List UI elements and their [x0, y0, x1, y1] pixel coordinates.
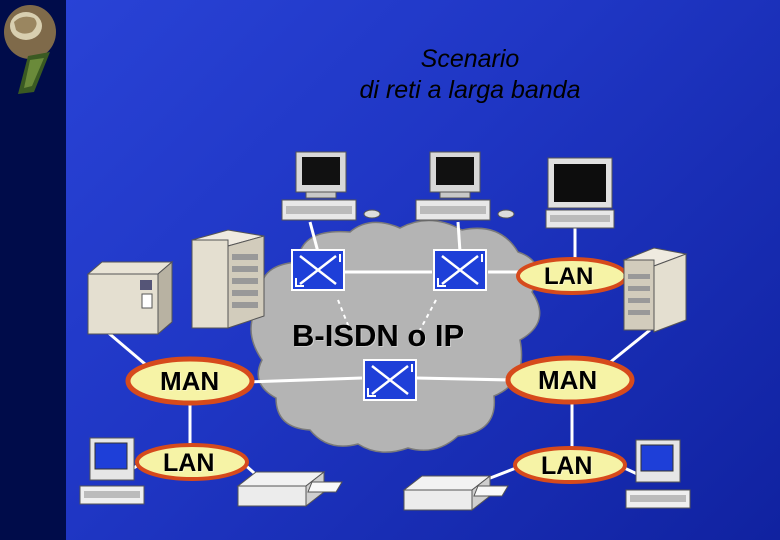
title-line-1: Scenario [420, 45, 520, 73]
core-network-label: B-ISDN o IP [292, 318, 465, 353]
workstation-icon [625, 439, 691, 509]
workstation-icon [79, 437, 145, 505]
title-line-2: di reti a larga banda [359, 76, 581, 104]
globe-logo-icon [4, 5, 56, 94]
man-ellipse-left [125, 356, 255, 406]
workstation-icon [281, 151, 381, 221]
lan-ellipse-bottom-left [135, 443, 249, 481]
server-icon [86, 260, 174, 336]
lan-label-top-right: LAN [544, 263, 594, 290]
workstation-icon [545, 157, 615, 229]
slide-title: Scenario di reti a larga banda [300, 44, 640, 106]
printer-icon [236, 470, 343, 508]
workstation-icon [415, 151, 515, 221]
dashed-links [337, 299, 437, 331]
lan-ellipse-bottom-right [513, 446, 627, 484]
server-icon [191, 229, 265, 329]
server-icon [622, 247, 688, 333]
man-ellipse-right [505, 355, 635, 405]
network-switch-icon [432, 248, 488, 292]
network-switch-icon [362, 358, 418, 402]
lan-label-bottom-right: LAN [541, 452, 593, 480]
lan-label-bottom-left: LAN [163, 449, 215, 477]
man-label-left: MAN [160, 366, 220, 396]
man-label-right: MAN [538, 365, 598, 395]
network-switch-icon [290, 248, 346, 292]
printer-icon [402, 474, 509, 512]
